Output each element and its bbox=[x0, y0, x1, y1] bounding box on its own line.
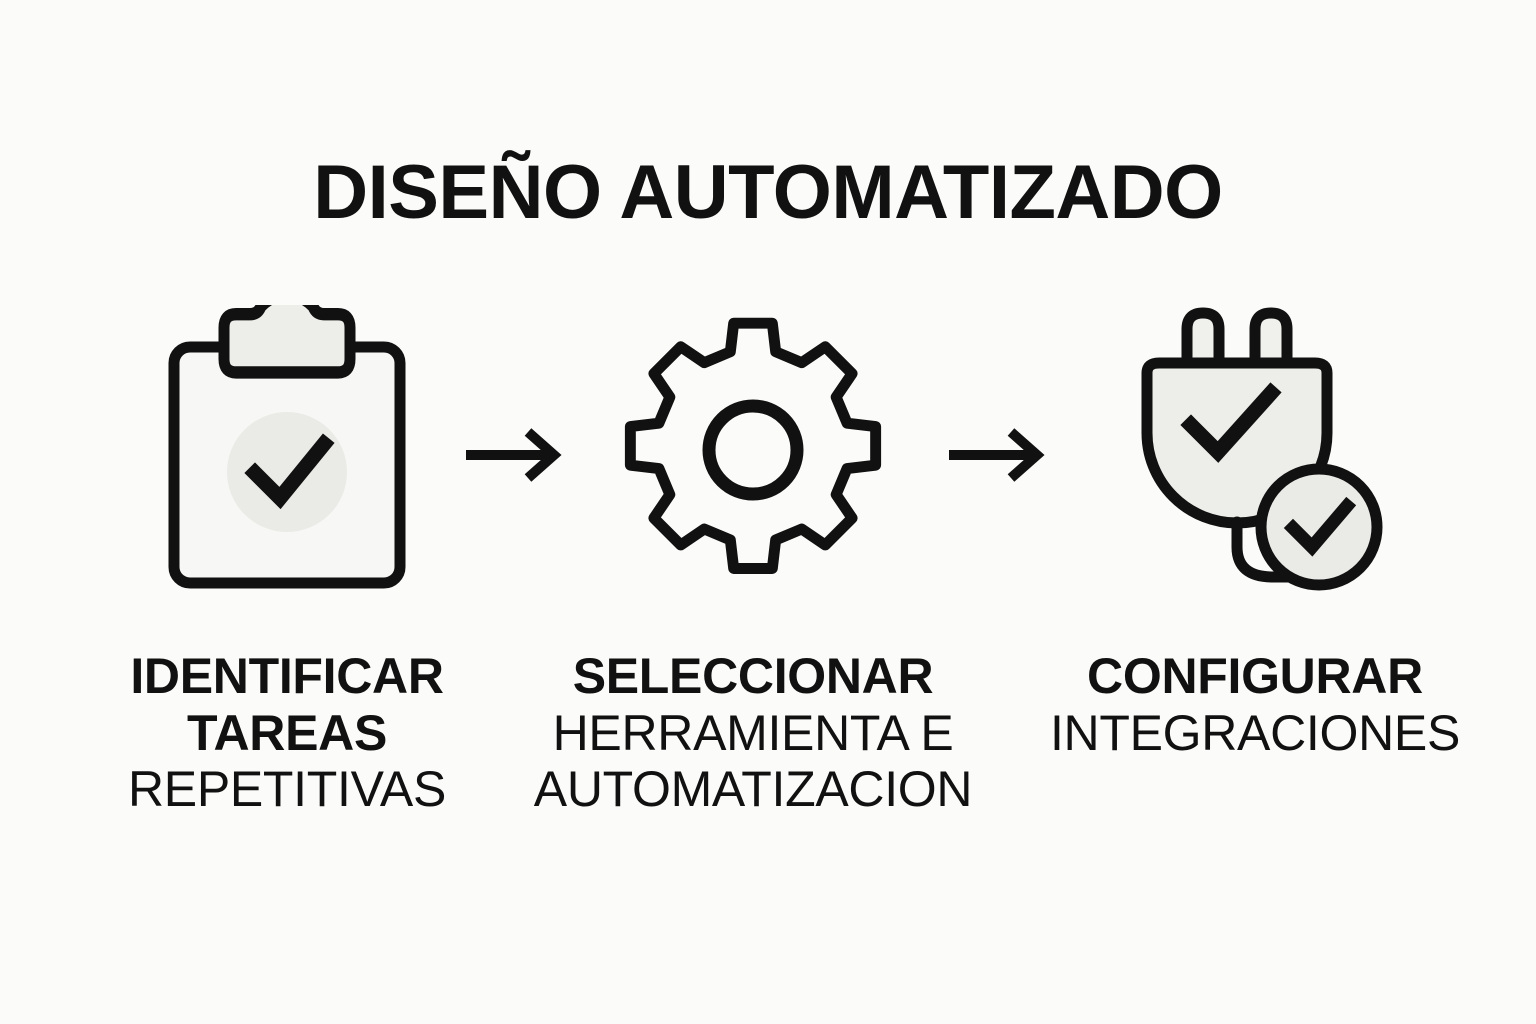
step-2-icon-container bbox=[623, 300, 883, 600]
step-1-label-line-2: TAREAS bbox=[186, 704, 388, 761]
step-2-labels: SELECCIONAR HERRAMIENTA E AUTOMATIZACION bbox=[533, 648, 973, 818]
plug-check-icon bbox=[1141, 307, 1383, 591]
process-step-identificar-tareas: IDENTIFICAR TAREAS REPETITIVAS bbox=[72, 300, 502, 900]
step-1-label-line-1: IDENTIFICAR bbox=[130, 648, 444, 704]
connector-arrow-2 bbox=[945, 420, 1055, 490]
connector-arrow-1 bbox=[462, 420, 572, 490]
step-3-labels: CONFIGURAR INTEGRACIONES bbox=[1050, 648, 1460, 761]
process-flow: IDENTIFICAR TAREAS REPETITIVAS SELECCION… bbox=[0, 300, 1536, 900]
step-2-label-line-2: HERRAMIENTA E bbox=[552, 704, 954, 761]
step-3-label-line-2: INTEGRACIONES bbox=[1049, 704, 1461, 761]
step-1-icon-container bbox=[162, 300, 412, 600]
clipboard-check-icon bbox=[168, 305, 406, 589]
arrow-right-icon bbox=[466, 428, 562, 482]
step-2-label-line-3: AUTOMATIZACION bbox=[533, 761, 973, 817]
arrow-right-icon bbox=[949, 428, 1045, 482]
gear-icon bbox=[624, 317, 882, 574]
step-3-label-line-1: CONFIGURAR bbox=[1087, 648, 1423, 704]
process-step-configurar-integraciones: CONFIGURAR INTEGRACIONES bbox=[1040, 300, 1470, 900]
step-1-label-line-3: REPETITIVAS bbox=[127, 761, 447, 817]
process-step-seleccionar-herramienta: SELECCIONAR HERRAMIENTA E AUTOMATIZACION bbox=[534, 300, 973, 900]
page-title: DISEÑO AUTOMATIZADO bbox=[313, 149, 1223, 235]
step-1-labels: IDENTIFICAR TAREAS REPETITIVAS bbox=[128, 648, 446, 818]
step-3-icon-container bbox=[1125, 300, 1385, 600]
step-2-label-line-1: SELECCIONAR bbox=[572, 648, 934, 704]
